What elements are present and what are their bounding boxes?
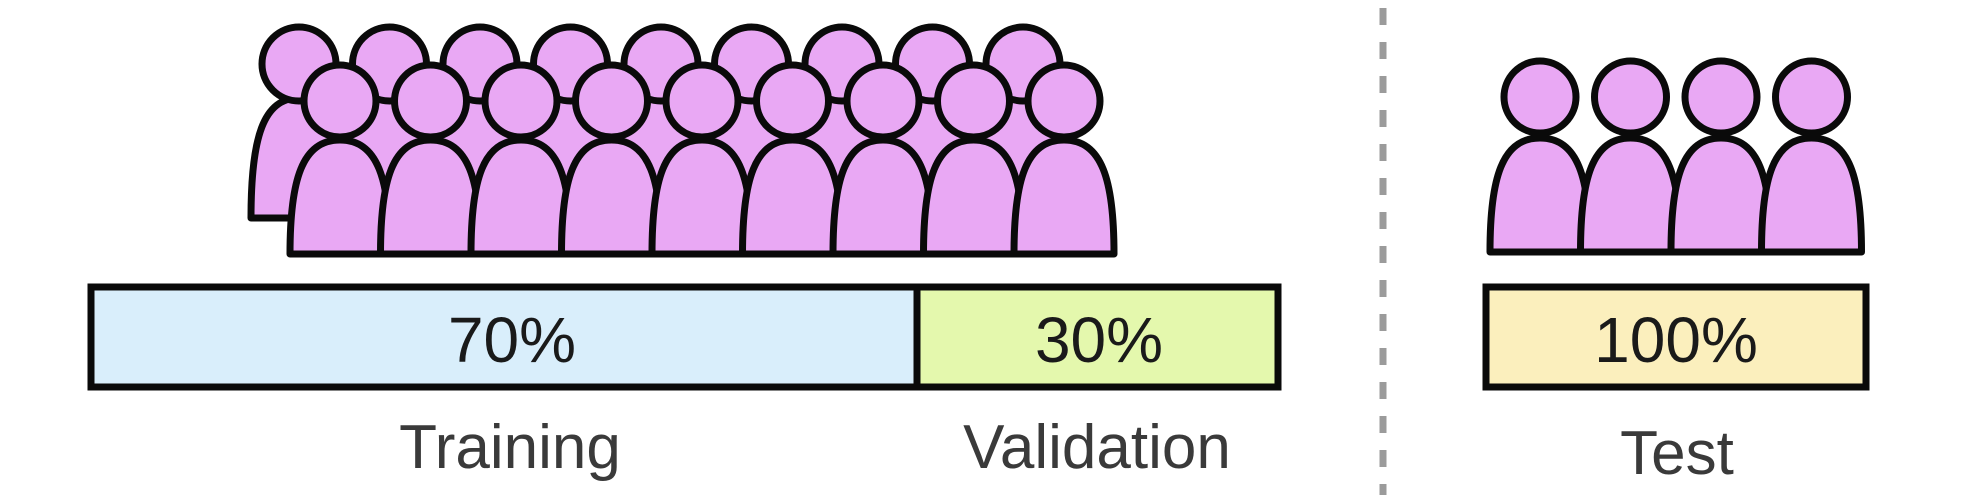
person-icon <box>920 61 1027 258</box>
dev-split-bar: 70% 30% <box>87 283 1282 391</box>
person-icon <box>1577 57 1684 256</box>
person-icon <box>829 61 937 258</box>
front-person-8-body <box>920 136 1027 258</box>
person-icon <box>648 61 756 258</box>
training-bar-segment <box>87 283 921 391</box>
front-person-4-head <box>572 61 651 141</box>
front-person-5-body <box>648 136 756 258</box>
person-icon <box>286 61 394 258</box>
test-person-3-head <box>1681 57 1761 137</box>
person-icon <box>739 61 846 258</box>
front-person-4-body <box>558 136 665 258</box>
front-person-2-body <box>377 136 484 258</box>
test-person-1-head <box>1500 57 1580 137</box>
front-person-9-body <box>1010 136 1118 258</box>
development-people-front-row <box>286 61 1118 258</box>
test-split-bar: 100% <box>1482 283 1870 391</box>
test-person-2-body <box>1577 134 1684 256</box>
test-percent: 100% <box>1594 304 1758 376</box>
test-person-1-body <box>1486 134 1594 256</box>
validation-percent: 30% <box>1035 304 1163 376</box>
test-person-3-body <box>1667 134 1775 256</box>
validation-bar-segment <box>913 283 1282 391</box>
front-person-3-body <box>467 136 575 258</box>
test-person-2-head <box>1591 57 1670 137</box>
test-person-4-body <box>1758 134 1865 256</box>
training-percent: 70% <box>448 304 576 376</box>
test-people-row <box>1486 57 1865 256</box>
test-person-4-head <box>1772 57 1851 137</box>
front-person-3-head <box>481 61 561 141</box>
front-person-8-head <box>934 61 1013 141</box>
front-person-9-head <box>1024 61 1104 141</box>
front-person-7-head <box>843 61 923 141</box>
validation-label: Validation <box>963 413 1231 482</box>
person-icon <box>1667 57 1775 256</box>
person-icon <box>1486 57 1594 256</box>
front-person-5-head <box>662 61 742 141</box>
front-person-2-head <box>391 61 470 141</box>
person-icon <box>1758 57 1865 256</box>
test-bar-segment <box>1482 283 1870 391</box>
front-person-1-body <box>286 136 394 258</box>
person-icon <box>1010 61 1118 258</box>
front-person-7-body <box>829 136 937 258</box>
test-label: Test <box>1620 419 1734 488</box>
front-person-6-head <box>753 61 832 141</box>
person-icon <box>558 61 665 258</box>
training-label: Training <box>399 413 621 482</box>
person-icon <box>377 61 484 258</box>
person-icon <box>467 61 575 258</box>
front-person-6-body <box>739 136 846 258</box>
front-person-1-head <box>300 61 380 141</box>
